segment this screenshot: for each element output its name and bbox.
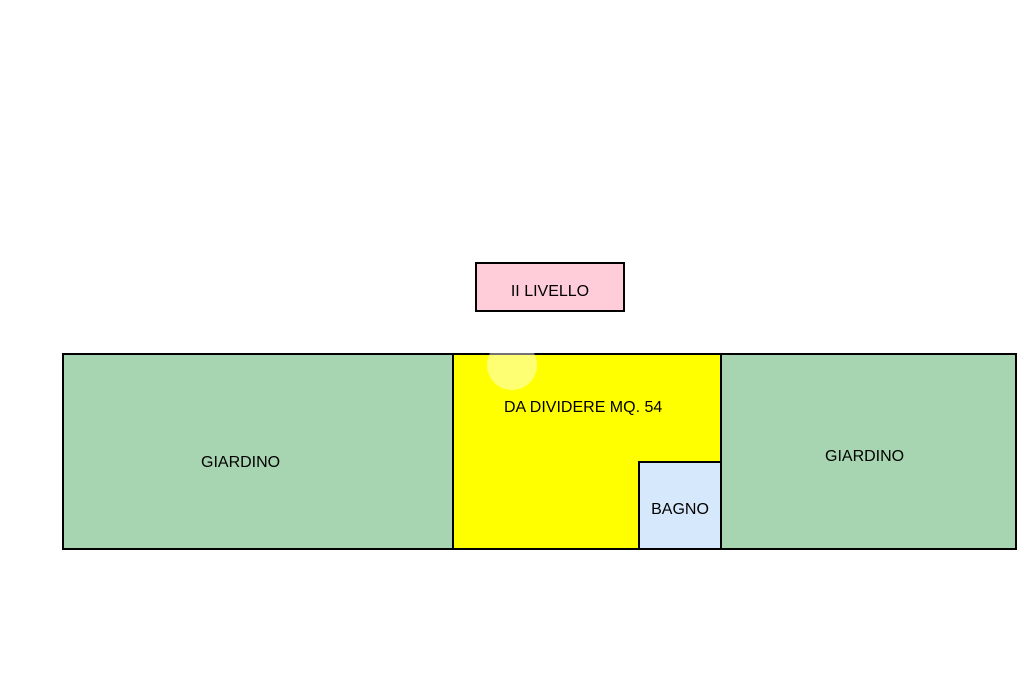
level-label: II LIVELLO [510,283,590,300]
bathroom-label: BAGNO [651,501,709,518]
main-room: DA DIVIDERE MQ. 54 [452,353,722,550]
garden-right: GIARDINO [720,353,1017,550]
garden-right-label: GIARDINO [825,448,905,465]
garden-left: GIARDINO [62,353,454,550]
watermark-mark [487,340,537,390]
main-room-label: DA DIVIDERE MQ. 54 [504,399,663,416]
level-tag: II LIVELLO [475,262,625,312]
bathroom: BAGNO [638,461,722,550]
garden-left-label: GIARDINO [201,454,281,471]
